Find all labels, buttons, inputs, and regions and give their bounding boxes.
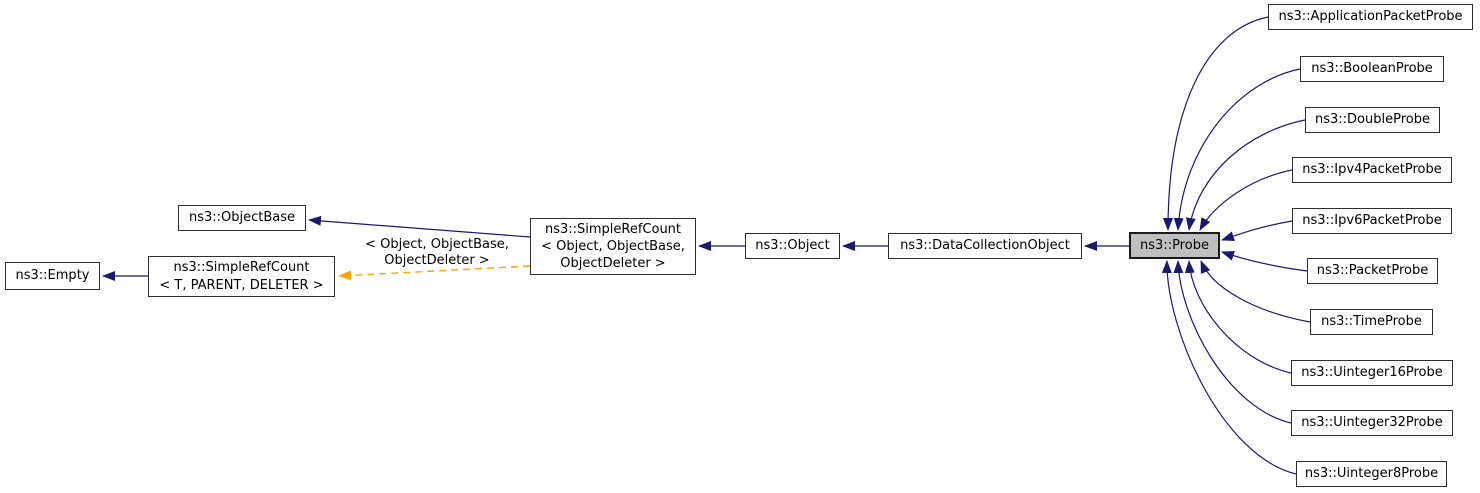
class-node-object[interactable]: ns3::Object: [745, 233, 840, 259]
class-node-uinteger16probe[interactable]: ns3::Uinteger16Probe: [1291, 360, 1453, 386]
edge-booleanprobe-to-probe: [1173, 68, 1301, 231]
edge-uinteger16probe-to-probe: [1184, 260, 1292, 374]
template-args-edge-label: < Object, ObjectBase, ObjectDeleter >: [365, 237, 509, 269]
class-node-uinteger32probe[interactable]: ns3::Uinteger32Probe: [1291, 410, 1453, 436]
edge-uinteger32probe-to-probe: [1173, 260, 1292, 424]
edge-doubleprobe-to-probe: [1185, 119, 1306, 231]
class-node-timeprobe[interactable]: ns3::TimeProbe: [1310, 309, 1433, 335]
edge-uinteger8probe-to-probe: [1161, 260, 1297, 475]
class-node-datacollectionobject[interactable]: ns3::DataCollectionObject: [888, 233, 1082, 259]
edge-ipv4packetprobe-to-probe: [1199, 169, 1293, 231]
class-node-uinteger8probe[interactable]: ns3::Uinteger8Probe: [1296, 461, 1447, 487]
class-node-applicationpacketprobe[interactable]: ns3::ApplicationPacketProbe: [1268, 4, 1473, 30]
class-node-empty[interactable]: ns3::Empty: [5, 262, 100, 290]
edge-srcobject-to-objectbase: [308, 215, 531, 238]
edge-packetprobe-to-probe: [1221, 251, 1308, 272]
class-node-probe-selected: ns3::Probe: [1129, 232, 1220, 259]
class-node-simplerefcount-object[interactable]: ns3::SimpleRefCount < Object, ObjectBase…: [530, 218, 696, 275]
class-node-simplerefcount-template[interactable]: ns3::SimpleRefCount < T, PARENT, DELETER…: [148, 256, 335, 297]
edge-applicationpacketprobe-to-probe: [1163, 16, 1269, 231]
class-node-ipv6packetprobe[interactable]: ns3::Ipv6PacketProbe: [1292, 208, 1452, 234]
class-node-doubleprobe[interactable]: ns3::DoubleProbe: [1305, 107, 1440, 133]
class-node-ipv4packetprobe[interactable]: ns3::Ipv4PacketProbe: [1292, 157, 1452, 183]
class-node-booleanprobe[interactable]: ns3::BooleanProbe: [1300, 56, 1444, 82]
edge-timeprobe-to-probe: [1200, 260, 1311, 323]
class-node-packetprobe[interactable]: ns3::PacketProbe: [1307, 258, 1438, 284]
edge-srcobject-to-srctemplate-instantiation: [338, 265, 531, 281]
class-node-objectbase[interactable]: ns3::ObjectBase: [178, 205, 306, 231]
edge-ipv6packetprobe-to-probe: [1221, 220, 1293, 241]
